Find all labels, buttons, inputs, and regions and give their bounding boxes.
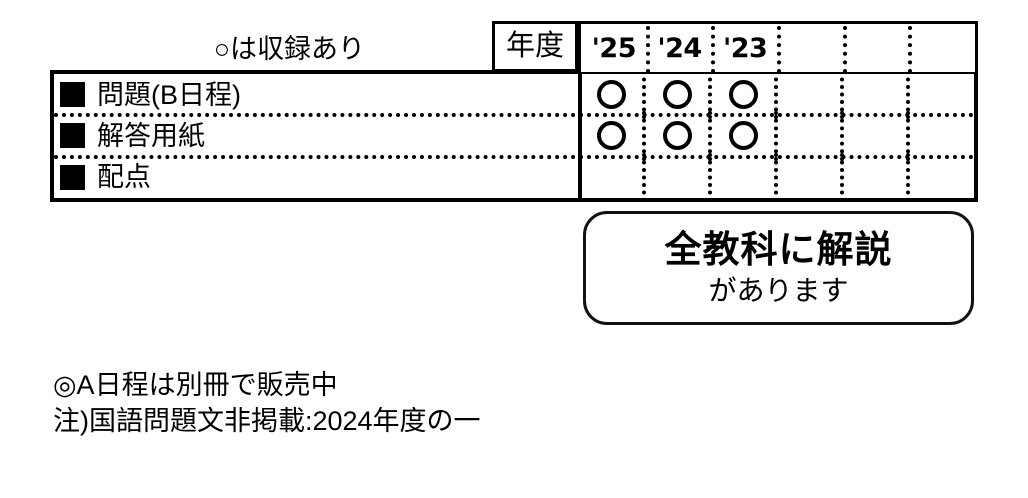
mark-cell-r3c5 xyxy=(840,152,908,203)
circle-mark-icon xyxy=(662,121,692,151)
year-label-2: '24 xyxy=(657,32,702,64)
mark-cell-r2c4 xyxy=(774,111,842,161)
year-label-1: '25 xyxy=(591,32,637,64)
callout-subline: があります xyxy=(708,275,849,306)
mark-cell-r1c6 xyxy=(906,69,974,120)
table-row: 解答用紙 xyxy=(54,111,974,161)
row-label-text-1: 問題(B日程) xyxy=(97,79,241,110)
table-row: 問題(B日程) xyxy=(54,69,974,120)
year-column-strip: '25 '24 '23 xyxy=(578,21,978,73)
year-column-header-2: '24 xyxy=(645,24,713,73)
row-label-text-3: 配点 xyxy=(97,162,151,193)
mark-cell-r1c1 xyxy=(578,74,644,115)
circle-mark-icon xyxy=(662,80,692,110)
mark-cell-r3c6 xyxy=(906,152,974,203)
mark-cell-r1c5 xyxy=(840,69,908,120)
mark-cell-r3c1 xyxy=(578,157,644,198)
legend-caption: ○は収録あり xyxy=(213,34,365,64)
circle-mark-icon xyxy=(596,80,626,110)
year-header-label: 年度 xyxy=(505,30,564,62)
filled-square-icon xyxy=(60,164,85,190)
footnote-block: ◎A日程は別冊で販売中 注)国語問題文非掲載:2024年度の一 xyxy=(53,367,481,439)
mark-cell-r2c1 xyxy=(578,115,644,156)
year-header-cell: 年度 xyxy=(492,21,578,72)
callout-headline: 全教科に解説 xyxy=(664,229,893,270)
mark-cell-r2c5 xyxy=(840,111,908,161)
contents-matrix: 問題(B日程) 解答用紙 xyxy=(50,69,978,203)
row-marks-1 xyxy=(578,69,974,120)
row-marks-3 xyxy=(578,152,974,203)
mark-cell-r2c6 xyxy=(906,111,974,161)
year-column-header-3: '23 xyxy=(711,24,778,73)
footnote-line-1: ◎A日程は別冊で販売中 xyxy=(53,370,338,400)
row-marks-2 xyxy=(578,111,974,161)
mark-cell-r1c3 xyxy=(708,69,776,120)
mark-cell-r1c2 xyxy=(642,69,710,120)
mark-cell-r2c3 xyxy=(708,111,776,161)
filled-square-icon xyxy=(60,123,85,149)
callout-box: 全教科に解説 があります xyxy=(583,211,974,325)
mark-cell-r2c2 xyxy=(642,111,710,161)
year-column-header-6 xyxy=(908,24,975,73)
mark-cell-r3c3 xyxy=(708,152,776,203)
mark-cell-r1c4 xyxy=(774,69,842,120)
circle-mark-icon xyxy=(728,80,758,110)
row-label-cell-2: 解答用紙 xyxy=(54,121,578,151)
year-column-header-4 xyxy=(777,24,844,73)
circle-mark-icon xyxy=(596,121,626,151)
filled-square-icon xyxy=(60,82,85,108)
year-column-header-5 xyxy=(842,24,910,73)
table-row: 配点 xyxy=(54,152,974,203)
row-label-cell-1: 問題(B日程) xyxy=(54,80,578,110)
row-label-cell-3: 配点 xyxy=(54,162,578,192)
mark-cell-r3c2 xyxy=(642,152,710,203)
row-label-text-2: 解答用紙 xyxy=(97,120,205,151)
footnote-line-2: 注)国語問題文非掲載:2024年度の一 xyxy=(53,406,481,436)
circle-mark-icon xyxy=(728,121,758,151)
mark-cell-r3c4 xyxy=(774,152,842,203)
year-label-3: '23 xyxy=(723,32,768,64)
year-column-header-1: '25 xyxy=(581,24,647,72)
